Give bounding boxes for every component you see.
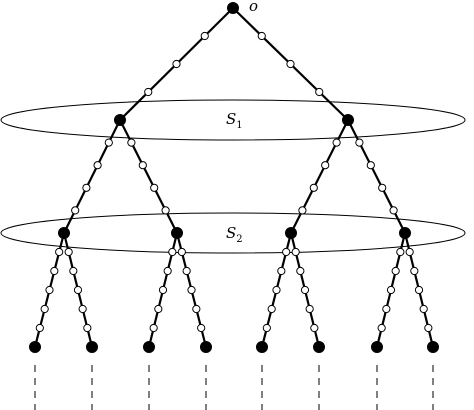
branch-vertex <box>58 227 70 239</box>
tree-edge <box>63 119 121 234</box>
path-vertex <box>197 323 206 333</box>
path-vertex <box>277 266 286 276</box>
path-vertex <box>83 323 92 333</box>
path-vertices <box>35 31 433 333</box>
path-vertex <box>424 323 433 333</box>
level-s1-subscript: 1 <box>236 120 242 131</box>
path-vertex <box>296 266 305 276</box>
path-vertex <box>127 138 136 147</box>
path-vertex <box>291 247 300 257</box>
path-vertex <box>154 304 163 314</box>
path-vertex <box>64 247 73 257</box>
path-vertex <box>163 266 172 276</box>
path-vertex <box>40 304 49 314</box>
level-s1-label: S1 <box>226 110 243 131</box>
path-vertex <box>192 304 201 314</box>
leaf-vertex <box>143 341 155 353</box>
path-vertex <box>386 285 396 295</box>
level-s2-name: S <box>226 224 236 242</box>
leaf-vertex <box>427 341 439 353</box>
path-vertex <box>332 138 341 147</box>
leaf-vertex <box>313 341 325 353</box>
path-vertex <box>321 161 330 170</box>
path-vertex <box>377 323 386 333</box>
tree-edge <box>119 119 178 234</box>
path-vertex <box>262 323 271 333</box>
path-vertex <box>300 285 310 295</box>
level-s1-ellipse <box>0 99 466 141</box>
path-vertex <box>315 87 324 97</box>
path-vertex <box>158 285 168 295</box>
path-vertex <box>177 247 186 257</box>
path-vertex <box>396 247 405 257</box>
path-vertex <box>50 266 59 276</box>
path-vertex <box>172 59 181 69</box>
path-vertex <box>405 247 414 257</box>
path-vertex <box>366 161 375 170</box>
path-vertex <box>71 206 80 215</box>
path-vertex <box>168 247 177 257</box>
path-vertex <box>73 285 83 295</box>
path-vertex <box>282 247 291 257</box>
path-vertex <box>93 161 102 170</box>
path-vertex <box>200 31 209 41</box>
level-s2-label: S2 <box>226 224 243 245</box>
tree-edge <box>347 119 406 234</box>
path-vertex <box>104 138 113 147</box>
path-vertex <box>82 183 91 192</box>
path-vertex <box>257 31 266 41</box>
level-s2-ellipse <box>0 212 466 254</box>
path-vertex <box>378 183 387 192</box>
path-vertex <box>45 285 54 295</box>
path-vertex <box>187 285 196 295</box>
path-vertex <box>410 266 419 276</box>
leaf-vertex <box>86 341 98 353</box>
path-vertex <box>382 304 391 314</box>
path-vertex <box>144 87 153 97</box>
path-vertex <box>286 59 295 69</box>
level-s1-name: S <box>226 110 236 128</box>
path-vertex <box>298 206 307 215</box>
path-vertex <box>149 323 158 333</box>
root-label: o <box>249 0 258 15</box>
continuation-dashes <box>34 365 434 410</box>
path-vertex <box>305 304 314 314</box>
leaf-vertex <box>200 341 212 353</box>
path-vertex <box>78 304 87 314</box>
tree-edge <box>290 119 349 234</box>
branch-vertex <box>285 227 297 239</box>
path-vertex <box>309 183 318 192</box>
tree-edges <box>33 7 435 348</box>
level-s2-subscript: 2 <box>236 234 242 245</box>
path-vertex <box>138 161 147 170</box>
branch-vertex <box>171 227 183 239</box>
path-vertex <box>414 285 424 295</box>
branch-vertex <box>114 114 126 126</box>
path-vertex <box>182 266 191 276</box>
root-vertex <box>227 2 239 14</box>
path-vertex <box>419 304 428 314</box>
branch-vertices <box>29 2 439 353</box>
branch-vertex <box>342 114 354 126</box>
leaf-vertex <box>256 341 268 353</box>
path-vertex <box>310 323 319 333</box>
path-vertex <box>389 206 398 215</box>
path-vertex <box>150 183 159 192</box>
path-vertex <box>391 266 400 276</box>
leaf-vertex <box>29 341 41 353</box>
path-vertex <box>69 266 78 276</box>
path-vertex <box>35 323 44 333</box>
path-vertex <box>272 285 281 295</box>
path-vertex <box>267 304 276 314</box>
path-vertex <box>355 138 364 147</box>
leaf-vertex <box>371 341 383 353</box>
path-vertex <box>55 247 64 257</box>
path-vertex <box>161 206 170 215</box>
branch-vertex <box>399 227 411 239</box>
level-ellipses <box>0 99 466 254</box>
